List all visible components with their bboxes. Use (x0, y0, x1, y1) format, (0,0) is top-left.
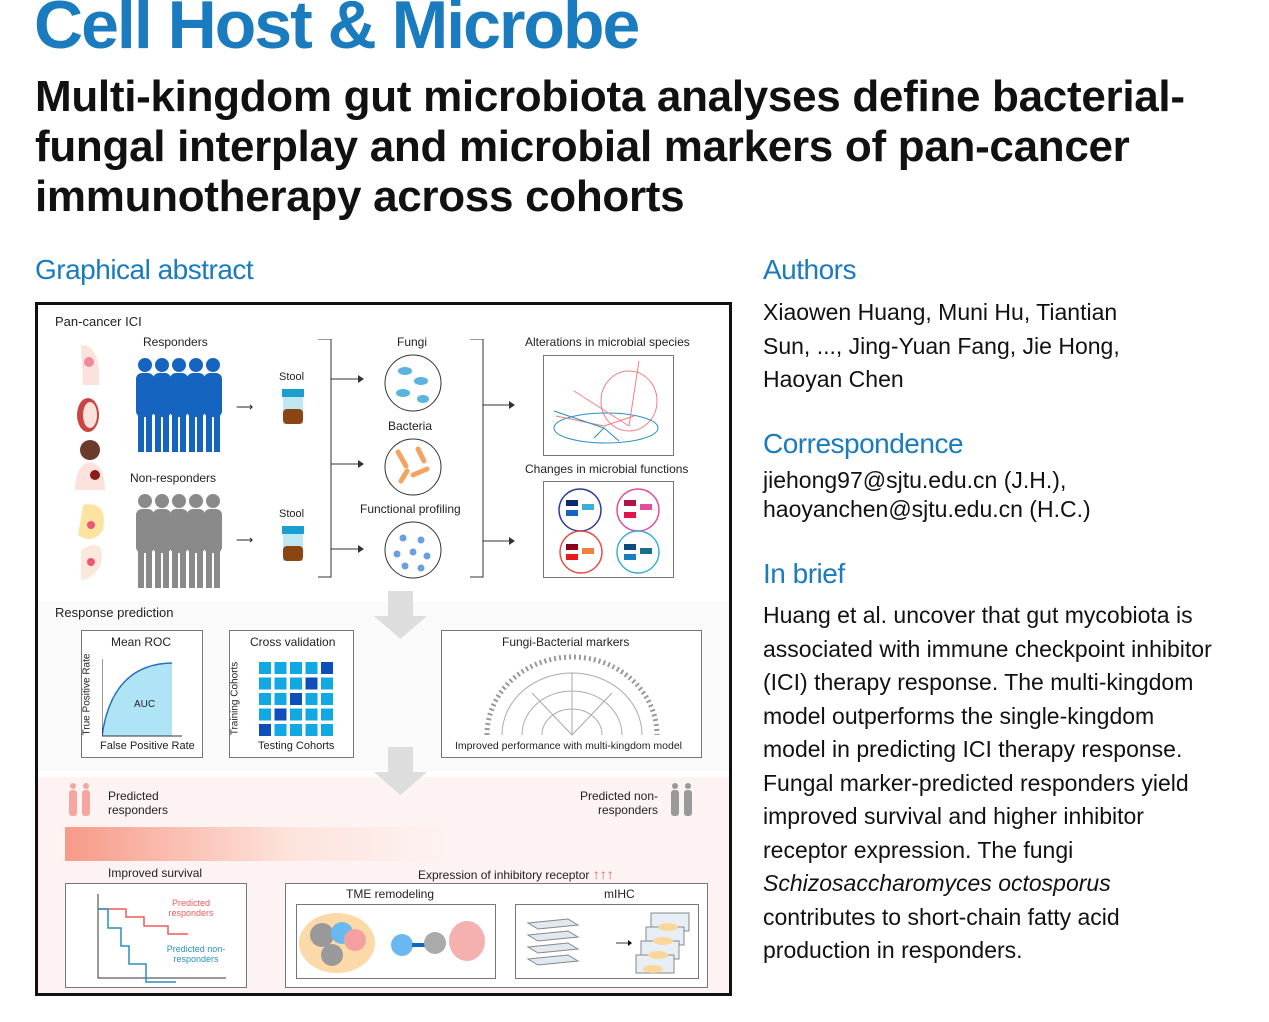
training-cohorts-label: Training Cohorts (229, 661, 241, 736)
in-brief-heading: In brief (763, 558, 845, 589)
cv-heatmap (259, 662, 333, 736)
mihc-panel (515, 904, 699, 979)
heatmap-cell (290, 693, 302, 705)
correspondence-block: jiehong97@sjtu.edu.cn (J.H.), haoyanchen… (763, 466, 1091, 524)
heatmap-cell (290, 724, 302, 736)
tme-label: TME remodeling (346, 887, 435, 901)
improved-survival-label: Improved survival (108, 866, 203, 880)
mihc-label: mIHC (604, 887, 635, 901)
testing-cohorts-label: Testing Cohorts (258, 740, 335, 752)
mean-roc-panel: Mean ROC AUC True Positive Rate False Po… (81, 630, 203, 758)
predicted-non-responders-label: Predicted non-responders (579, 789, 658, 817)
graphical-abstract: Pan-cancer ICI Responders Non-responders… (35, 302, 732, 996)
heatmap-cell (305, 677, 318, 690)
correspondence-heading: Correspondence (763, 428, 964, 459)
heatmap-cell (305, 708, 318, 721)
non-responders-figures-icon (136, 494, 222, 588)
heatmap-cell (290, 708, 302, 721)
heatmap-cell (321, 724, 333, 736)
phylogenetic-tree-icon (484, 654, 660, 736)
tme-panel (296, 904, 496, 979)
x-axis-label: False Positive Rate (100, 740, 195, 752)
heatmap-cell (259, 724, 271, 736)
journal-name: Cell Host & Microbe (34, 0, 640, 63)
email-link-hc[interactable]: haoyanchen@sjtu.edu.cn (H.C.) (763, 496, 1091, 522)
heatmap-cell (274, 662, 287, 674)
heatmap-cell (259, 677, 271, 690)
tissue-slides-icon (526, 912, 690, 974)
heatmap-cell (274, 724, 287, 736)
up-arrows-icon: ↑↑↑ (592, 866, 614, 882)
y-axis-label: True Positive Rate (81, 653, 93, 736)
species-name: Schizosaccharomyces octosporus (763, 870, 1111, 896)
immune-cells-icon (299, 913, 485, 973)
cross-validation-panel: Cross validation Training Cohorts Testin… (229, 630, 354, 758)
responder-people-icon (69, 783, 90, 816)
heatmap-cell (259, 662, 271, 674)
functional-profiling-icon (384, 521, 442, 579)
gradient-bar (65, 827, 705, 861)
stool-label: Stool (279, 371, 305, 383)
function-changes-panel (543, 481, 674, 578)
email-link-jh[interactable]: jiehong97@sjtu.edu.cn (J.H.), (763, 467, 1067, 493)
responders-label: Responders (143, 335, 208, 349)
alterations-label: Alterations in microbial species (525, 335, 690, 349)
organs-icon (75, 345, 105, 580)
heatmap-cell (274, 677, 287, 690)
km-responders-label: Predicted responders (168, 898, 214, 918)
km-non-responders-label: Predicted non-responders (166, 944, 226, 964)
stool-jar-icon (282, 389, 304, 424)
arrow-icon: ⟶ (236, 533, 254, 547)
heatmap-cell (321, 677, 333, 690)
arrow-icon: ⟶ (236, 400, 254, 414)
fungi-label: Fungi (397, 335, 428, 349)
responders-figures-icon (136, 358, 222, 452)
survival-panel: Predicted responders Predicted non-respo… (65, 883, 247, 988)
heatmap-cell (321, 662, 333, 674)
down-arrow-icon (374, 747, 427, 795)
heatmap-cell (259, 708, 271, 721)
in-brief-part1: Huang et al. uncover that gut mycobiota … (763, 602, 1212, 863)
auc-label: AUC (134, 699, 156, 710)
heatmap-cell (290, 677, 302, 690)
expression-panel: TME remodeling mIHC (285, 883, 708, 988)
non-responders-label: Non-responders (130, 471, 217, 485)
markers-title: Fungi-Bacterial markers (502, 635, 630, 649)
improved-performance-label: Improved performance with multi-kingdom … (455, 740, 683, 752)
predicted-responders-label: Predicted responders (108, 789, 169, 817)
down-arrow-icon (374, 591, 427, 639)
expression-label: Expression of inhibitory receptor ↑↑↑ (418, 866, 614, 882)
expression-text: Expression of inhibitory receptor (418, 868, 590, 882)
heatmap-cell (274, 693, 287, 705)
heatmap-cell (290, 662, 302, 674)
graphical-abstract-heading: Graphical abstract (35, 254, 254, 285)
authors-heading: Authors (763, 254, 857, 285)
heatmap-cell (305, 693, 318, 705)
heatmap-cell (321, 708, 333, 721)
markers-panel: Fungi-Bacterial markers Improved perform… (441, 630, 702, 758)
pcoa-plot (543, 355, 674, 456)
stool-jar-icon (282, 526, 304, 561)
in-brief-text: Huang et al. uncover that gut mycobiota … (763, 599, 1218, 968)
functional-profiling-label: Functional profiling (360, 502, 461, 516)
non-responder-people-icon (671, 783, 692, 816)
stool-label: Stool (279, 508, 305, 520)
heatmap-cell (274, 708, 287, 721)
changes-label: Changes in microbial functions (525, 462, 689, 476)
pan-cancer-label: Pan-cancer ICI (55, 314, 142, 329)
fungi-icon (384, 354, 442, 412)
in-brief-part2: contributes to short-chain fatty acid pr… (763, 903, 1120, 964)
heatmap-cell (305, 724, 318, 736)
heatmap-cell (305, 662, 318, 674)
authors-list: Xiaowen Huang, Muni Hu, Tiantian Sun, ..… (763, 299, 1120, 392)
cross-validation-title: Cross validation (250, 635, 336, 649)
article-title: Multi-kingdom gut microbiota analyses de… (35, 72, 1185, 221)
response-prediction-label: Response prediction (55, 605, 174, 620)
bracket-arrows (318, 339, 515, 578)
bacteria-label: Bacteria (388, 419, 433, 433)
heatmap-cell (259, 693, 271, 705)
bacteria-icon (384, 438, 442, 496)
heatmap-cell (321, 693, 333, 705)
mean-roc-title: Mean ROC (111, 635, 172, 649)
